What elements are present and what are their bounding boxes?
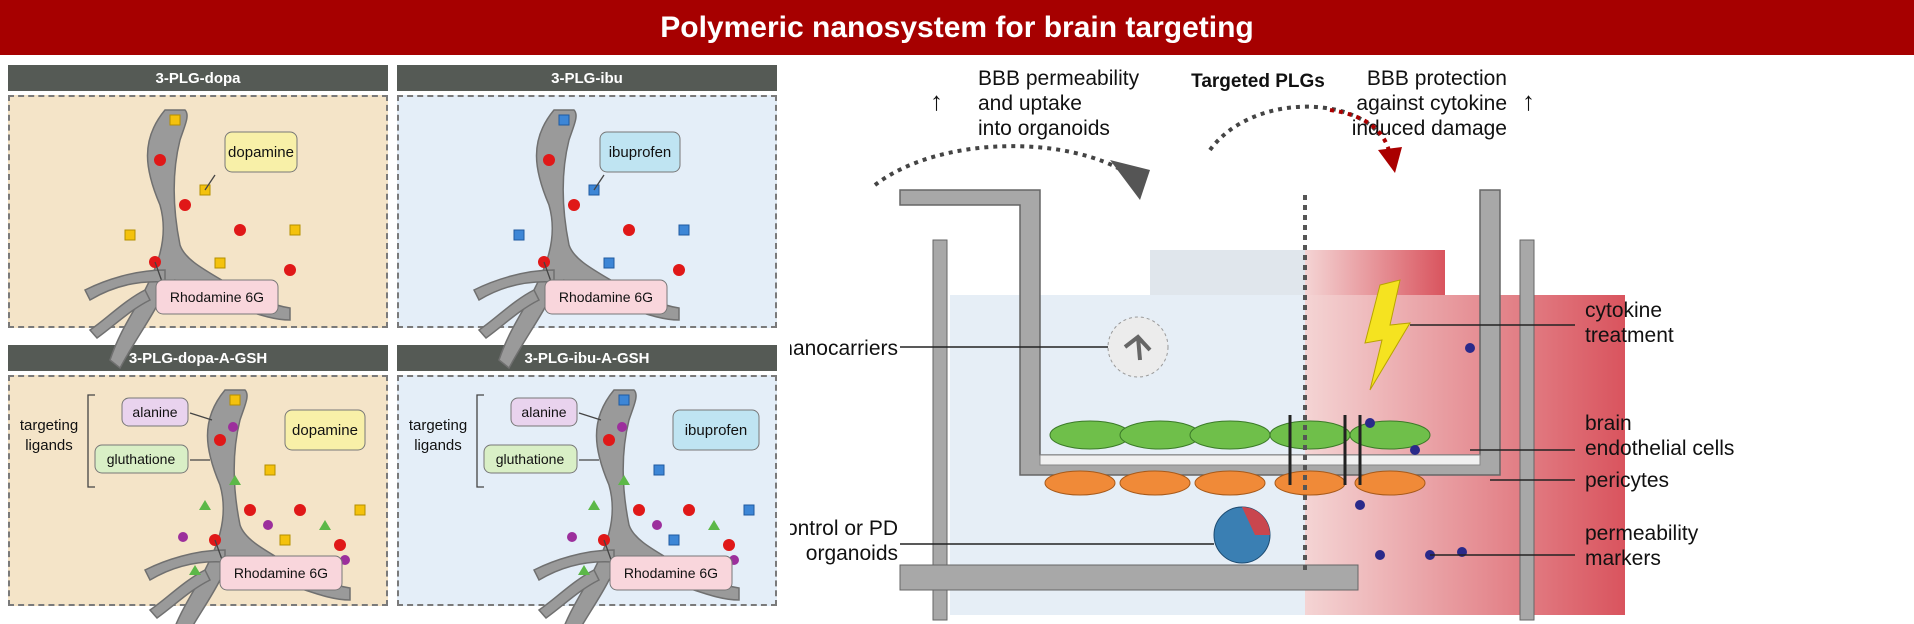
page-title: Polymeric nanosystem for brain targeting bbox=[660, 10, 1254, 44]
left-text-2: and uptake bbox=[978, 92, 1082, 115]
control-label-2: organoids bbox=[806, 542, 898, 565]
dye-box-dopa bbox=[155, 279, 279, 315]
transwell-diagram: BBB permeability and uptake into organoi… bbox=[790, 67, 1734, 621]
well-base bbox=[899, 564, 1359, 591]
dye-box-dopa-gsh bbox=[219, 555, 343, 591]
dotted-arrow-left bbox=[873, 144, 1132, 187]
up-arrow-left-icon: ↑ bbox=[930, 86, 943, 116]
cytokine-label-1: cytokine bbox=[1585, 299, 1662, 322]
markers-dopa-gsh bbox=[178, 394, 366, 575]
well-wall-left bbox=[932, 239, 948, 621]
panel-header-label: 3-PLG-dopa-A-GSH bbox=[128, 349, 268, 367]
endothelial-label-2: endothelial cells bbox=[1585, 437, 1734, 460]
cytokine-bolt-icon bbox=[1364, 279, 1411, 391]
targeting-label-2b: ligands bbox=[414, 437, 462, 454]
right-label-lines bbox=[900, 324, 1575, 556]
drug-label-dopa-gsh: dopamine bbox=[292, 422, 358, 439]
dye-box-ibu-gsh bbox=[609, 555, 733, 591]
left-text-3: into organoids bbox=[978, 117, 1110, 140]
dye-label-ibu: Rhodamine 6G bbox=[559, 289, 653, 305]
drug-box-dopa-gsh bbox=[284, 409, 366, 451]
ligand2-box-dopa-gsh bbox=[94, 444, 189, 474]
permeation-arrows bbox=[1288, 415, 1362, 485]
organoid-segment bbox=[1242, 507, 1270, 535]
title-banner: Polymeric nanosystem for brain targeting bbox=[0, 0, 1914, 55]
drug-label-ibu: ibuprofen bbox=[609, 144, 672, 161]
panel-header-label: 3-PLG-dopa bbox=[155, 69, 241, 87]
right-text-2: against cytokine bbox=[1356, 92, 1507, 115]
right-text-1: BBB protection bbox=[1367, 67, 1507, 90]
markers-ibu-gsh bbox=[567, 394, 755, 575]
permeability-marker-dots bbox=[1355, 343, 1475, 560]
arrowhead-right-icon bbox=[1378, 147, 1402, 173]
well-wall-right bbox=[1519, 239, 1535, 621]
dye-label-dopa: Rhodamine 6G bbox=[170, 289, 264, 305]
panel-header-dopa: 3-PLG-dopa bbox=[8, 65, 388, 91]
drug-label-dopa: dopamine bbox=[228, 144, 294, 161]
right-text-3: induced damage bbox=[1352, 117, 1507, 140]
markers-label-1: permeability bbox=[1585, 522, 1699, 545]
panel-header-dopa-gsh: 3-PLG-dopa-A-GSH bbox=[8, 345, 388, 371]
ligand2-label-ibu-gsh: gluthatione bbox=[496, 451, 565, 467]
targeting-label-1: targeting bbox=[20, 417, 78, 434]
targeted-label: Targeted PLGs bbox=[1191, 71, 1325, 92]
panel-header-ibu-gsh: 3-PLG-ibu-A-GSH bbox=[397, 345, 777, 371]
arrowhead-left-icon bbox=[1110, 160, 1150, 200]
pericytes-cells bbox=[1044, 470, 1426, 496]
dye-label-ibu-gsh: Rhodamine 6G bbox=[624, 565, 718, 581]
dye-label-dopa-gsh: Rhodamine 6G bbox=[234, 565, 328, 581]
drug-box-dopa bbox=[224, 131, 298, 173]
nanocarriers-label: nanocarriers bbox=[790, 337, 898, 360]
ligand1-box-dopa-gsh bbox=[121, 397, 189, 427]
dye-box-ibu bbox=[544, 279, 668, 315]
markers-label-2: markers bbox=[1585, 547, 1661, 570]
up-arrow-right-icon: ↑ bbox=[1522, 86, 1535, 116]
drug-box-ibu-gsh bbox=[672, 409, 760, 451]
endothelial-label-1: brain bbox=[1585, 412, 1632, 435]
ligand2-label-dopa-gsh: gluthatione bbox=[107, 451, 176, 467]
control-label-1: control or PD bbox=[790, 517, 898, 540]
targeting-label-2: ligands bbox=[25, 437, 73, 454]
targeting-label-1b: targeting bbox=[409, 417, 467, 434]
nanocarrier-icon bbox=[1123, 334, 1152, 361]
ligand1-label-dopa-gsh: alanine bbox=[132, 404, 177, 420]
cytokine-label-2: treatment bbox=[1585, 324, 1674, 347]
dotted-arrow-red bbox=[1329, 108, 1392, 156]
membrane bbox=[1039, 454, 1481, 466]
panel-header-label: 3-PLG-ibu-A-GSH bbox=[524, 349, 650, 367]
pericytes-label: pericytes bbox=[1585, 469, 1669, 492]
insert bbox=[899, 189, 1501, 476]
ligand1-label-ibu-gsh: alanine bbox=[521, 404, 566, 420]
left-text-1: BBB permeability bbox=[978, 67, 1140, 90]
drug-label-ibu-gsh: ibuprofen bbox=[685, 422, 748, 439]
polymer-panels-svg: dopamine Rhodamine 6G ibuprofen Rhodamin… bbox=[20, 109, 760, 624]
ligand2-box-ibu-gsh bbox=[483, 444, 578, 474]
panel-header-ibu: 3-PLG-ibu bbox=[397, 65, 777, 91]
ligand1-box-ibu-gsh bbox=[510, 397, 578, 427]
drug-box-ibu bbox=[599, 131, 681, 173]
panel-header-label: 3-PLG-ibu bbox=[551, 69, 623, 87]
